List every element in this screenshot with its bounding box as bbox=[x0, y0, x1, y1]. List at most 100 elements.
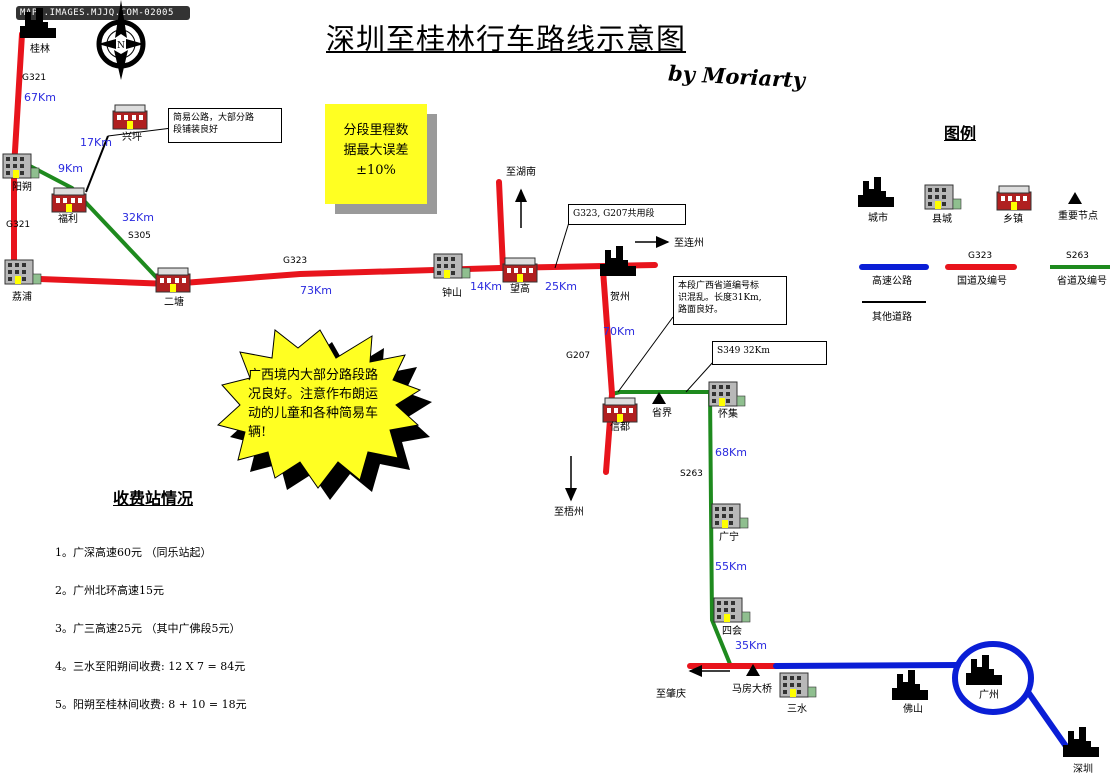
callout-provincial: 本段广西省道编号标 识混乱。长度31Km, 路面良好。 bbox=[673, 276, 787, 325]
county-icon bbox=[779, 672, 817, 698]
callout-line: 本段广西省道编号标 bbox=[678, 281, 760, 291]
dist-guangning-sihui: 55Km bbox=[715, 560, 747, 573]
town-icon bbox=[502, 257, 538, 283]
city-icon bbox=[20, 8, 56, 38]
dir-to-hunan: 至湖南 bbox=[506, 165, 536, 178]
road-code-g321-top: G321 bbox=[22, 73, 46, 83]
place-foshan: 佛山 bbox=[903, 702, 923, 715]
toll-item: 3。广三高速25元 （其中广佛段5元） bbox=[55, 622, 241, 635]
county-icon bbox=[433, 253, 471, 279]
legend-city-icon bbox=[858, 177, 894, 207]
town-icon bbox=[51, 187, 87, 213]
road-simple bbox=[85, 135, 109, 193]
legend-node-label: 重要节点 bbox=[1058, 209, 1098, 222]
legend-national-code: G323 bbox=[968, 251, 992, 261]
city-icon bbox=[966, 655, 1002, 685]
road-code-s305: S305 bbox=[128, 231, 151, 241]
callout-line: 简易公路，大部分路 bbox=[173, 113, 255, 123]
legend-county-icon bbox=[924, 184, 962, 210]
dir-to-zhaoqing: 至肇庆 bbox=[656, 687, 686, 700]
city-icon bbox=[1063, 727, 1099, 757]
legend-title: 图例 bbox=[944, 124, 977, 143]
road-code-g321-low: G321 bbox=[6, 220, 30, 230]
callout-line: S349 32Km bbox=[717, 346, 770, 356]
place-zhongshan: 钟山 bbox=[442, 286, 462, 299]
place-guangzhou: 广州 bbox=[979, 689, 999, 701]
city-icon bbox=[892, 670, 928, 700]
place-yangshuo: 阳朔 bbox=[12, 180, 32, 193]
legend-other-label: 其他道路 bbox=[872, 310, 912, 323]
legend-county-label: 县城 bbox=[932, 213, 952, 225]
place-huaiji: 怀集 bbox=[718, 407, 738, 420]
place-xindu: 信都 bbox=[610, 421, 630, 433]
starburst-shape bbox=[216, 329, 432, 500]
dir-to-wuzhou: 至梧州 bbox=[554, 505, 584, 518]
dist-hezhou-xindu: 70Km bbox=[603, 325, 635, 338]
legend-national-label: 国道及编号 bbox=[957, 274, 1007, 287]
toll-title: 收费站情况 bbox=[113, 489, 194, 508]
toll-item: 4。三水至阳朔间收费: 12 X 7 = 84元 bbox=[55, 660, 246, 673]
road-code-g323: G323 bbox=[283, 256, 307, 266]
map-title: 深圳至桂林行车路线示意图 bbox=[326, 22, 687, 56]
dist-sihui-mafang: 35Km bbox=[735, 639, 767, 652]
callout-shared-road: G323, G207共用段 bbox=[568, 204, 686, 225]
toll-item: 5。阳朔至桂林间收费: 8 + 10 = 18元 bbox=[55, 698, 247, 711]
error-margin-note: 分段里程数 据最大误差 ±10% bbox=[325, 104, 427, 204]
error-note-line: 分段里程数 bbox=[343, 123, 409, 138]
toll-item: 1。广深高速60元 （同乐站起） bbox=[55, 546, 212, 559]
dist-xingping: 17Km bbox=[80, 136, 112, 149]
legend-provincial-code: S263 bbox=[1066, 251, 1089, 261]
county-icon bbox=[711, 503, 749, 529]
road-code-g207: G207 bbox=[566, 351, 590, 361]
toll-list: 1。广深高速60元 （同乐站起） 2。广州北环高速15元 3。广三高速25元 （… bbox=[55, 544, 247, 734]
dist-yangshuo-fuli: 9Km bbox=[58, 162, 83, 175]
city-icon bbox=[600, 246, 636, 276]
watermark: MAPS.IMAGES.MJJQ.COM-02005 bbox=[16, 6, 190, 20]
dist-zhongshan-wanggao: 14Km bbox=[470, 280, 502, 293]
place-shenzhen: 深圳 bbox=[1073, 763, 1093, 775]
town-icon bbox=[112, 104, 148, 130]
dist-huaiji-guangning: 68Km bbox=[715, 446, 747, 459]
place-lipu: 荔浦 bbox=[12, 290, 32, 303]
compass-letter: N bbox=[117, 41, 125, 51]
callout-line: 识混乱。长度31Km, bbox=[678, 293, 762, 303]
road-code-s263: S263 bbox=[680, 469, 703, 479]
compass-icon: N bbox=[96, 0, 146, 80]
national-roads bbox=[11, 31, 779, 669]
place-sihui: 四会 bbox=[722, 624, 742, 637]
place-wanggao: 望高 bbox=[510, 282, 530, 295]
callout-line: G323, G207共用段 bbox=[573, 209, 655, 219]
place-guangning: 广宁 bbox=[719, 530, 739, 543]
place-sanshui: 三水 bbox=[787, 703, 807, 715]
legend-node-icon bbox=[1068, 192, 1082, 204]
place-ertang: 二塘 bbox=[164, 295, 184, 308]
legend-town-label: 乡镇 bbox=[1003, 212, 1023, 225]
legend-highway-label: 高速公路 bbox=[872, 274, 912, 287]
dir-to-lianzhou: 至连州 bbox=[674, 236, 704, 249]
place-hezhou: 贺州 bbox=[610, 291, 630, 303]
legend-provincial-label: 省道及编号 bbox=[1057, 274, 1107, 287]
town-icon bbox=[602, 397, 638, 423]
county-icon bbox=[4, 259, 42, 285]
callout-line: 路面良好。 bbox=[678, 305, 724, 315]
error-note-line: 据最大误差 bbox=[343, 143, 409, 158]
county-icon bbox=[708, 381, 746, 407]
dist-ertang-zhongshan: 73Km bbox=[300, 284, 332, 297]
county-icon bbox=[713, 597, 751, 623]
place-fuli: 福利 bbox=[58, 212, 78, 225]
callout-pointer bbox=[107, 127, 173, 137]
dist-wanggao-hezhou: 25Km bbox=[545, 280, 577, 293]
legend-city-label: 城市 bbox=[868, 211, 888, 224]
callout-line: 段铺装良好 bbox=[173, 125, 219, 135]
town-icon bbox=[155, 267, 191, 293]
callout-s349: S349 32Km bbox=[712, 341, 827, 365]
highway bbox=[773, 641, 1073, 755]
dist-fuli-ertang: 32Km bbox=[122, 211, 154, 224]
starburst-text: 广西境内大部分路段路况良好。注意作布朗运动的儿童和各种简易车辆! bbox=[248, 368, 379, 440]
place-xingping: 兴坪 bbox=[122, 130, 142, 143]
dist-guilin-yangshuo: 67Km bbox=[24, 91, 56, 104]
error-note-line: ±10% bbox=[356, 163, 396, 178]
place-mafangdaqiao: 马房大桥 bbox=[732, 682, 772, 695]
callout-simple-road: 简易公路，大部分路 段铺装良好 bbox=[168, 108, 282, 143]
